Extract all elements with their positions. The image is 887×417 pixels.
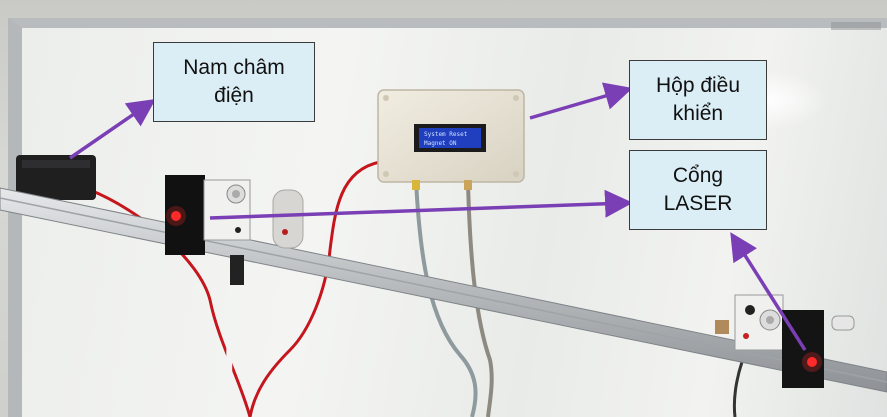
grey-cable-2 xyxy=(466,181,494,417)
arrow-control-box xyxy=(529,82,633,120)
black-cable xyxy=(732,361,744,417)
white-cable xyxy=(226,274,235,417)
label-control-box: Hộp điều khiển xyxy=(629,60,767,140)
whiteboard-brand-plate xyxy=(831,22,881,30)
label-electromagnet-line-1: Nam châm xyxy=(183,55,285,79)
label-laser-gate: Cổng LASER xyxy=(629,150,767,230)
red-cable xyxy=(248,160,381,417)
laser-gate-left xyxy=(165,175,251,285)
arrow-electromagnet xyxy=(69,99,156,160)
electromagnet xyxy=(16,155,96,200)
label-laser-gate-line-2: LASER xyxy=(663,192,733,215)
label-laser-gate-line-1: Cổng xyxy=(672,163,724,187)
control-box: System Reset Magnet ON xyxy=(377,89,525,190)
sensor-cylinder xyxy=(272,189,304,249)
label-electromagnet: Nam châm điện xyxy=(153,42,315,122)
arrow-laser-gate-left xyxy=(209,189,633,220)
label-control-box-line-1: Hộp điều xyxy=(655,73,741,97)
red-cable-2 xyxy=(89,188,252,417)
grey-cable xyxy=(414,179,478,417)
arrow-laser-gate-right xyxy=(730,232,807,351)
lcd-line-1: System Reset xyxy=(424,131,468,138)
lcd-line-2: Magnet ON xyxy=(424,140,457,147)
label-electromagnet-line-2: điện xyxy=(214,84,254,107)
label-control-box-line-2: khiển xyxy=(672,102,724,125)
